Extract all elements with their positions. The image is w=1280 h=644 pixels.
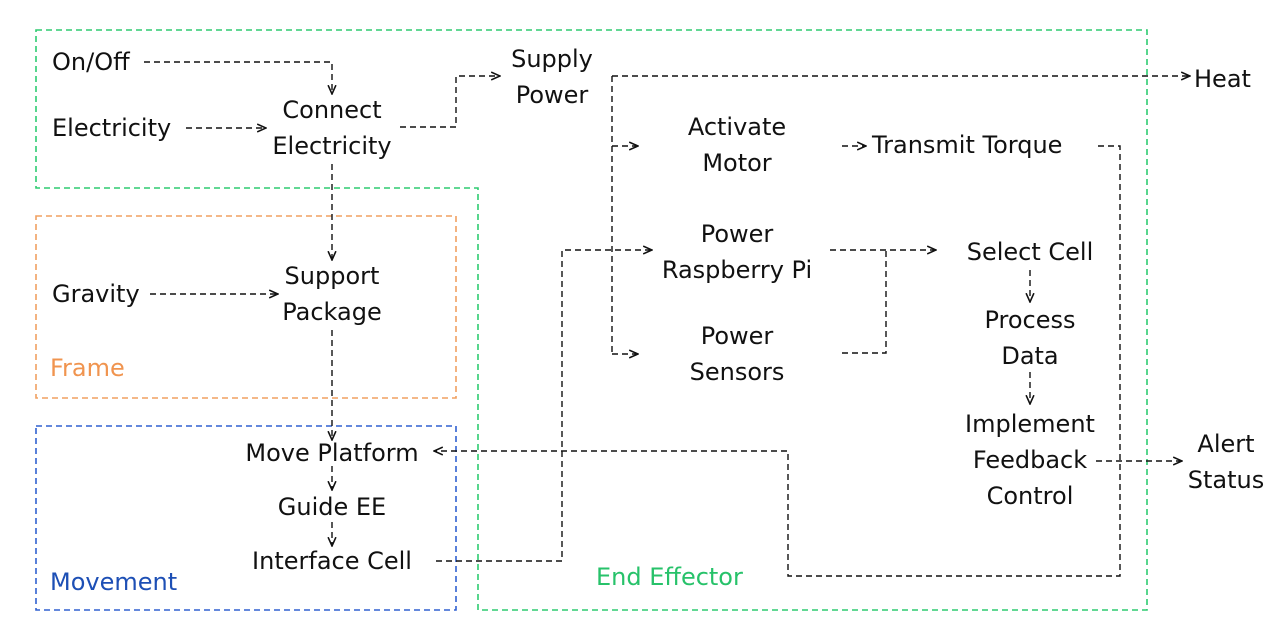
function-move-platform: Move Platform (245, 439, 419, 467)
function-implement-feedback-control: Implement Feedback Control (965, 406, 1095, 514)
power-raspberry-pi-line-2: Raspberry Pi (661, 256, 813, 284)
function-process-data: Process Data (984, 302, 1075, 374)
end-effector-boundary (35, 29, 1148, 611)
interface-to-raspberrypi-arrow (436, 250, 652, 562)
power-sensors-line-2: Sensors (689, 358, 785, 386)
implement-feedback-control-line-1: Implement (965, 410, 1095, 438)
output-alert-status: Alert Status (1188, 426, 1264, 498)
function-transmit-torque: Transmit Torque (872, 131, 1063, 159)
function-power-raspberry-pi: Power Raspberry Pi (662, 216, 812, 288)
support-package-line-1: Support (284, 262, 380, 290)
sensors-to-select-line (842, 250, 887, 354)
function-power-sensors: Power Sensors (690, 318, 785, 390)
implement-feedback-control-line-2: Feedback (972, 446, 1088, 474)
support-package-line-2: Package (282, 298, 382, 326)
activate-motor-line-2: Motor (702, 149, 772, 177)
connect-to-supply-arrow (400, 76, 500, 128)
process-data-line-1: Process (984, 306, 1076, 334)
function-connect-electricity: Connect Electricity (272, 92, 391, 164)
function-activate-motor: Activate Motor (688, 109, 786, 181)
function-select-cell: Select Cell (966, 238, 1094, 266)
output-heat: Heat (1194, 65, 1251, 93)
onoff-to-connect-arrow (144, 61, 332, 94)
supply-power-line-2: Power (515, 81, 589, 109)
input-on-off: On/Off (52, 48, 130, 76)
connect-electricity-line-1: Connect (282, 96, 382, 124)
function-interface-cell: Interface Cell (252, 547, 412, 575)
supply-power-line-1: Supply (511, 45, 593, 73)
activate-motor-line-1: Activate (687, 113, 787, 141)
input-electricity: Electricity (52, 114, 172, 142)
function-supply-power: Supply Power (511, 41, 593, 113)
input-gravity: Gravity (52, 280, 140, 308)
power-raspberry-pi-line-1: Power (700, 220, 774, 248)
movement-boundary (35, 425, 457, 611)
implement-feedback-control-line-3: Control (986, 482, 1074, 510)
alert-status-line-2: Status (1187, 466, 1265, 494)
function-support-package: Support Package (282, 258, 381, 330)
end-effector-group-label: End Effector (596, 563, 743, 591)
frame-boundary (35, 215, 457, 399)
function-guide-ee: Guide EE (277, 493, 387, 521)
movement-group-label: Movement (50, 568, 178, 596)
connect-electricity-line-2: Electricity (272, 132, 392, 160)
alert-status-line-1: Alert (1197, 430, 1255, 458)
frame-group-label: Frame (50, 354, 125, 382)
power-sensors-line-1: Power (700, 322, 774, 350)
process-data-line-2: Data (1001, 342, 1059, 370)
